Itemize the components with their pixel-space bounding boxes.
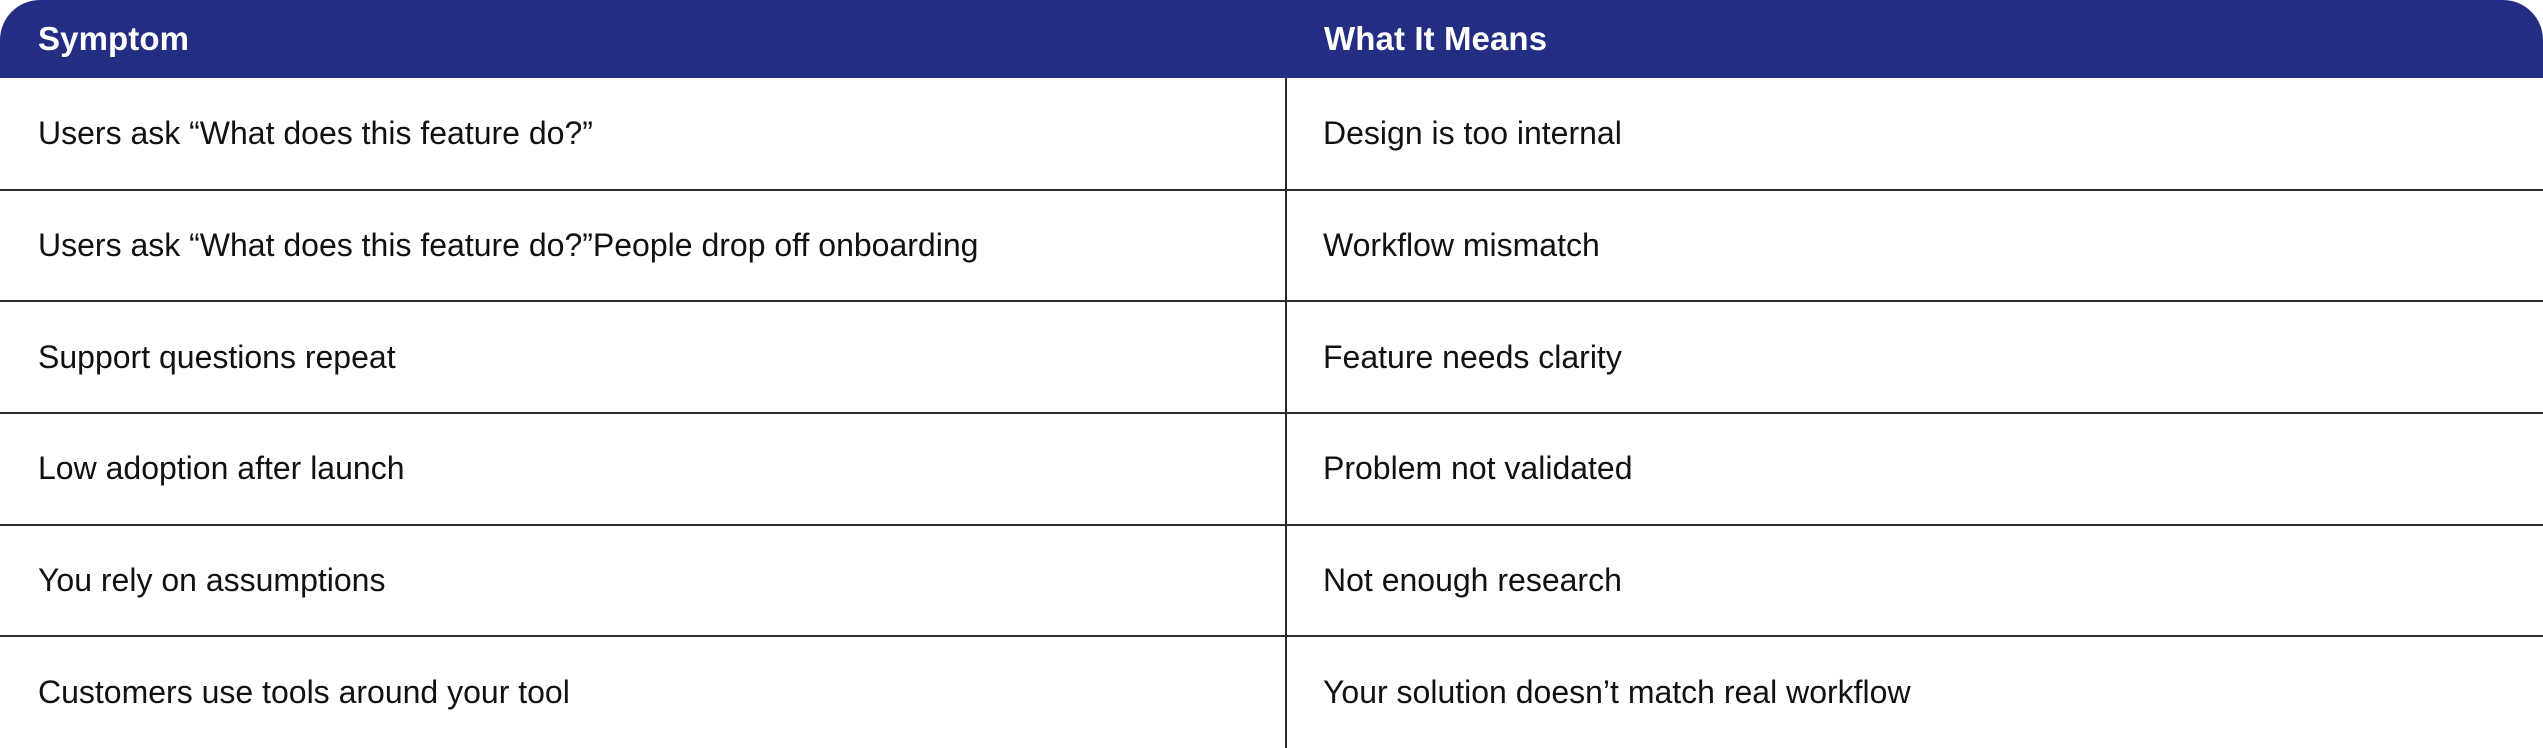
table-header: Symptom What It Means <box>0 0 2543 78</box>
cell-symptom: Support questions repeat <box>0 300 1287 413</box>
cell-symptom: Low adoption after launch <box>0 411 1287 525</box>
cell-meaning: Feature needs clarity <box>1286 300 2543 413</box>
table-row: Users ask “What does this feature do?”Pe… <box>0 188 2543 302</box>
table-row: Customers use tools around your tool You… <box>0 635 2543 748</box>
column-header-what-it-means: What It Means <box>1286 0 2543 78</box>
table-row: Support questions repeat Feature needs c… <box>0 300 2543 413</box>
cell-symptom: You rely on assumptions <box>0 523 1287 637</box>
table-body: Users ask “What does this feature do?” D… <box>0 78 2543 748</box>
cell-meaning: Design is too internal <box>1286 78 2543 190</box>
cell-symptom: Customers use tools around your tool <box>0 635 1287 748</box>
cell-meaning: Workflow mismatch <box>1286 188 2543 302</box>
cell-symptom: Users ask “What does this feature do?” <box>0 78 1287 190</box>
table-row: Users ask “What does this feature do?” D… <box>0 78 2543 190</box>
table-header-row: Symptom What It Means <box>0 0 2543 78</box>
column-header-symptom: Symptom <box>0 0 1286 78</box>
table-row: You rely on assumptions Not enough resea… <box>0 523 2543 637</box>
cell-symptom: Users ask “What does this feature do?”Pe… <box>0 188 1287 302</box>
cell-meaning: Problem not validated <box>1286 411 2543 525</box>
cell-meaning: Your solution doesn’t match real workflo… <box>1286 635 2543 748</box>
table-row: Low adoption after launch Problem not va… <box>0 411 2543 525</box>
cell-meaning: Not enough research <box>1286 523 2543 637</box>
